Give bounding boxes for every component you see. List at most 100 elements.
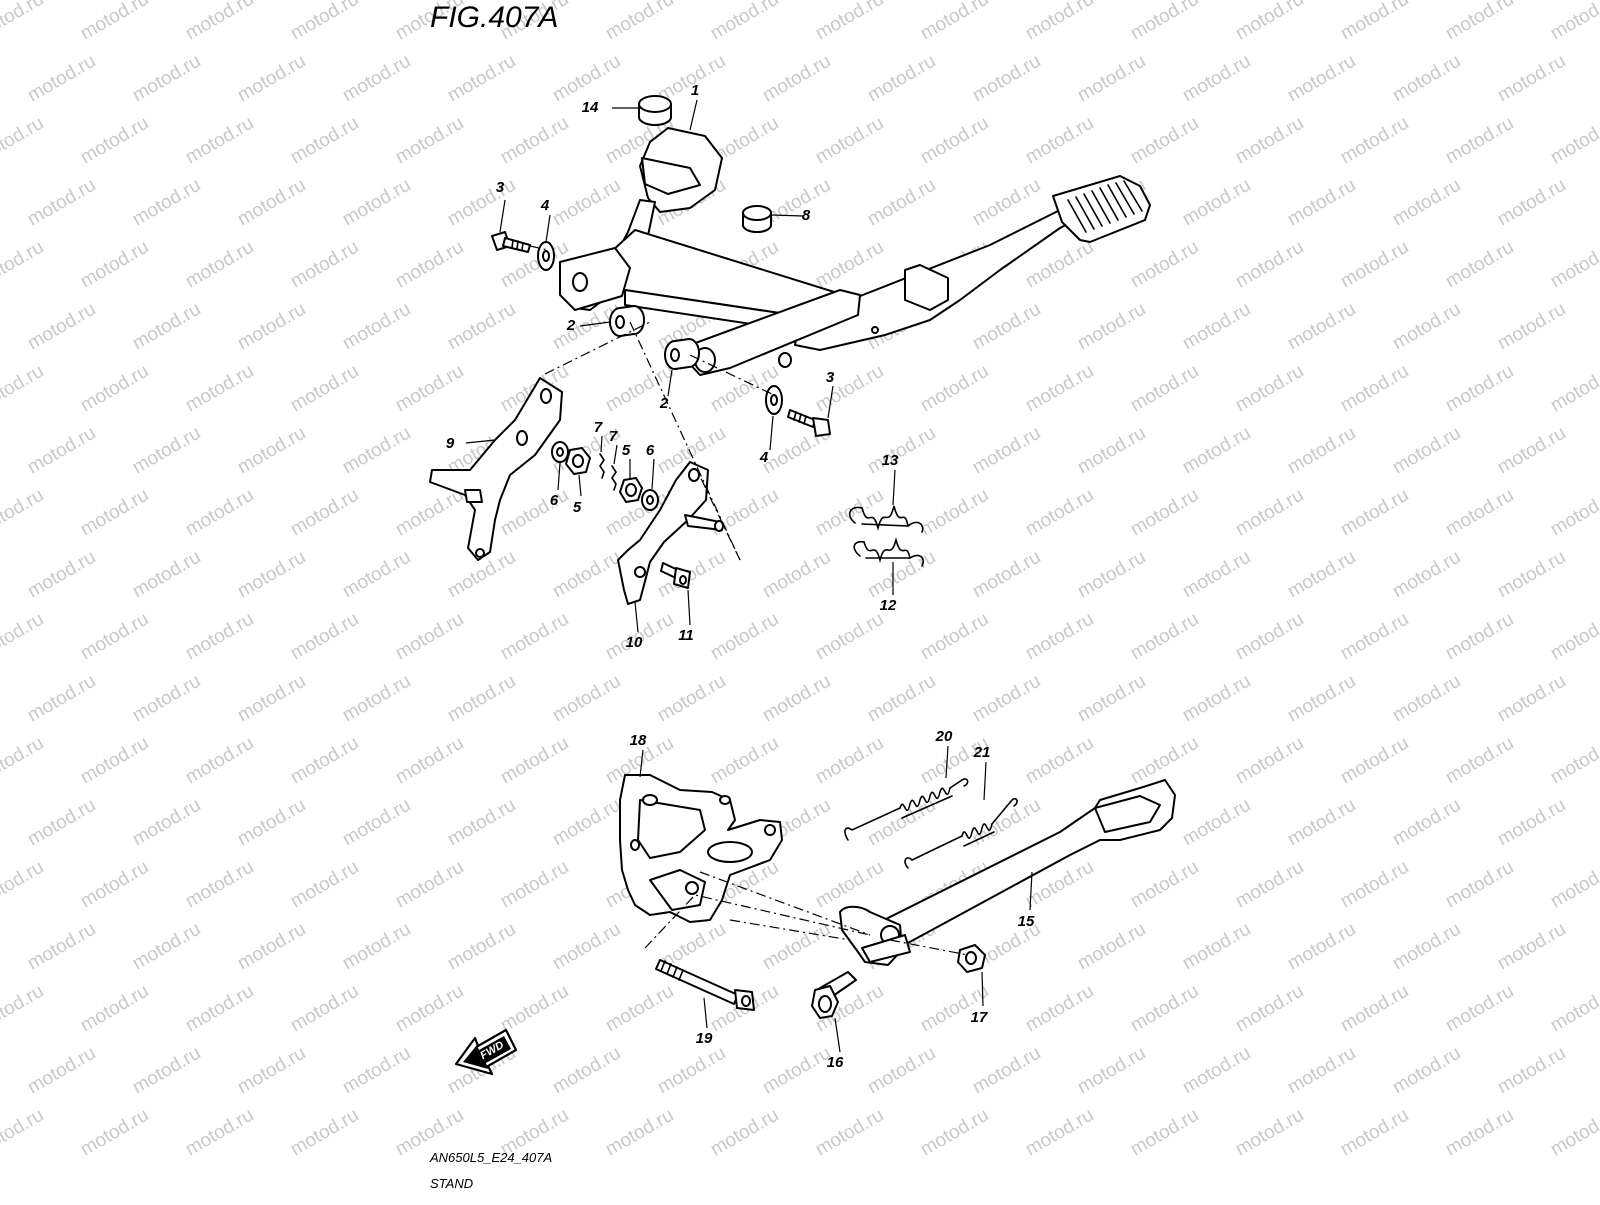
watermark-text: motod.ru	[287, 485, 362, 541]
watermark-text: motod.ru	[1442, 981, 1517, 1037]
watermark-text: motod.ru	[1389, 299, 1464, 355]
watermark-text: motod.ru	[24, 795, 99, 851]
watermark-text: motod.ru	[234, 795, 309, 851]
watermark-text: motod.ru	[497, 857, 572, 913]
nut-5-right	[619, 477, 643, 503]
watermark-text: motod.ru	[1127, 1105, 1202, 1161]
leader-line	[892, 469, 896, 506]
watermark-text: motod.ru	[339, 175, 414, 231]
watermark-text: motod.ru	[129, 175, 204, 231]
watermark-text: motod.ru	[234, 547, 309, 603]
leader-line	[834, 1017, 841, 1053]
rubber-stopper-14	[638, 95, 672, 126]
watermark-text: motod.ru	[1547, 113, 1600, 169]
watermark-text: motod.ru	[1074, 547, 1149, 603]
leader-line	[667, 369, 673, 397]
watermark-text: motod.ru	[1127, 361, 1202, 417]
watermark-text: motod.ru	[1547, 609, 1600, 665]
watermark-text: motod.ru	[0, 981, 47, 1037]
spring-12	[853, 536, 925, 567]
watermark-text: motod.ru	[234, 1043, 309, 1099]
watermark-text: motod.ru	[1074, 299, 1149, 355]
watermark-text: motod.ru	[1547, 361, 1600, 417]
watermark-text: motod.ru	[1284, 423, 1359, 479]
watermark-text: motod.ru	[497, 113, 572, 169]
watermark-text: motod.ru	[234, 919, 309, 975]
watermark-text: motod.ru	[812, 857, 887, 913]
watermark-text: motod.ru	[549, 1043, 624, 1099]
watermark-text: motod.ru	[864, 671, 939, 727]
watermark-text: motod.ru	[759, 547, 834, 603]
watermark-text: motod.ru	[602, 981, 677, 1037]
watermark-text: motod.ru	[77, 237, 152, 293]
watermark-text: motod.ru	[864, 175, 939, 231]
watermark-text: motod.ru	[1547, 485, 1600, 541]
callout-number: 18	[630, 732, 647, 749]
watermark-text: motod.ru	[287, 1105, 362, 1161]
watermark-text: motod.ru	[759, 671, 834, 727]
bolt-11	[660, 562, 691, 589]
watermark-text: motod.ru	[339, 919, 414, 975]
callout-number: 2	[659, 395, 669, 412]
bolt-3-right	[787, 409, 831, 437]
watermark-text: motod.ru	[1442, 237, 1517, 293]
watermark-text: motod.ru	[1494, 919, 1569, 975]
watermark-text: motod.ru	[77, 733, 152, 789]
watermark-text: motod.ru	[1547, 1105, 1600, 1161]
watermark-text: motod.ru	[392, 609, 467, 665]
watermark-text: motod.ru	[234, 423, 309, 479]
watermark-text: motod.ru	[77, 113, 152, 169]
watermark-text: motod.ru	[864, 51, 939, 107]
watermark-text: motod.ru	[1547, 981, 1600, 1037]
watermark-text: motod.ru	[129, 423, 204, 479]
watermark-text: motod.ru	[549, 919, 624, 975]
watermark-text: motod.ru	[549, 671, 624, 727]
watermark-text: motod.ru	[1284, 919, 1359, 975]
watermark-text: motod.ru	[812, 237, 887, 293]
watermark-text: motod.ru	[812, 0, 887, 44]
bracket-10	[617, 461, 724, 605]
watermark-text: motod.ru	[182, 237, 257, 293]
watermark-text: motod.ru	[182, 361, 257, 417]
watermark-text: motod.ru	[917, 0, 992, 44]
watermark-text: motod.ru	[707, 609, 782, 665]
watermark-text: motod.ru	[129, 299, 204, 355]
callout-number: 11	[678, 627, 694, 644]
washer-6-left	[551, 441, 569, 463]
watermark-text: motod.ru	[969, 175, 1044, 231]
watermark-text: motod.ru	[602, 1105, 677, 1161]
watermark-text: motod.ru	[1127, 0, 1202, 44]
watermark-text: motod.ru	[917, 113, 992, 169]
watermark-text: motod.ru	[1232, 361, 1307, 417]
watermark-text: motod.ru	[0, 733, 47, 789]
watermark-text: motod.ru	[1547, 733, 1600, 789]
watermark-text: motod.ru	[1074, 51, 1149, 107]
watermark-text: motod.ru	[24, 1043, 99, 1099]
watermark-text: motod.ru	[24, 919, 99, 975]
watermark-text: motod.ru	[1337, 1105, 1412, 1161]
callout-number: 4	[759, 449, 769, 466]
watermark-text: motod.ru	[444, 51, 519, 107]
watermark-text: motod.ru	[1179, 423, 1254, 479]
watermark-text: motod.ru	[1179, 795, 1254, 851]
watermark-text: motod.ru	[1179, 1043, 1254, 1099]
side-stand-assembly	[619, 774, 1176, 1019]
center-stand-1	[559, 127, 1151, 376]
watermark-text: motod.ru	[969, 423, 1044, 479]
watermark-text: motod.ru	[654, 671, 729, 727]
callout-number: 1	[691, 82, 699, 99]
watermark-text: motod.ru	[549, 547, 624, 603]
watermark-text: motod.ru	[392, 981, 467, 1037]
nut-5-left	[565, 447, 591, 475]
watermark-text: motod.ru	[392, 733, 467, 789]
watermark-text: motod.ru	[1179, 299, 1254, 355]
watermark-text: motod.ru	[339, 51, 414, 107]
bolt-19	[655, 959, 755, 1011]
leader-line	[600, 435, 603, 453]
watermark-text: motod.ru	[24, 671, 99, 727]
watermark-text: motod.ru	[1389, 175, 1464, 231]
side-stand-bracket-18	[619, 774, 783, 923]
watermark-text: motod.ru	[1494, 423, 1569, 479]
watermark-text: motod.ru	[1494, 795, 1569, 851]
watermark-text: motod.ru	[1179, 547, 1254, 603]
